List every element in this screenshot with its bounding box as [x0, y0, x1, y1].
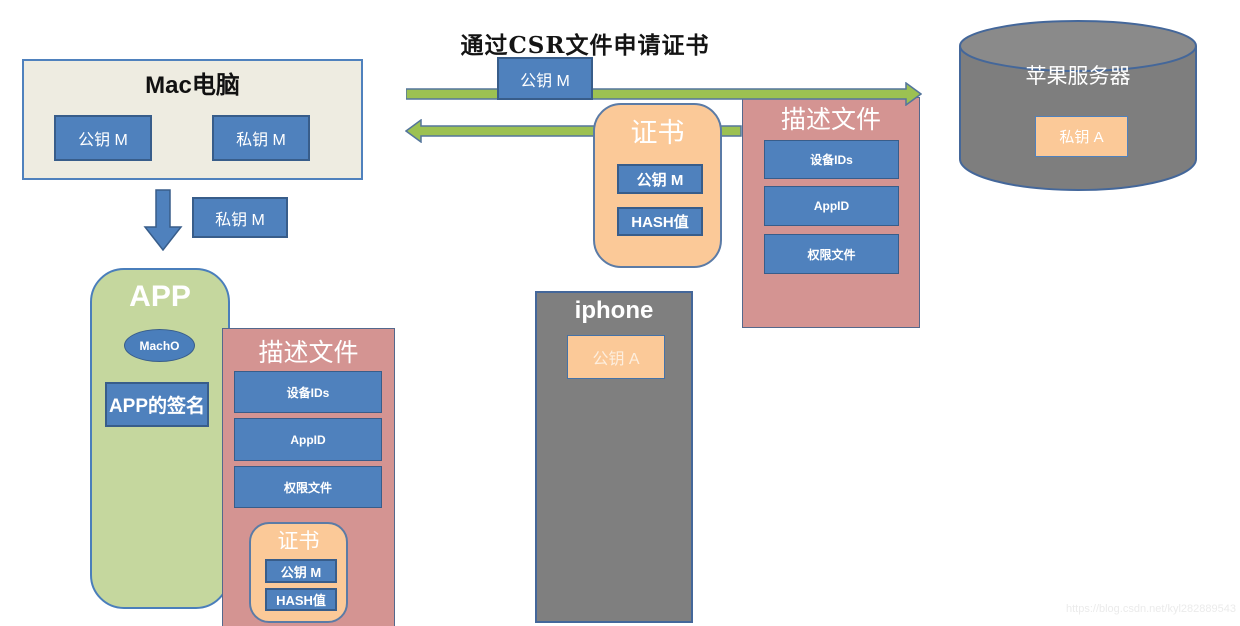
app-box: APP MachO APP的签名: [90, 268, 230, 609]
certificate-box: 证书 公钥 M HASH值: [593, 103, 722, 268]
embedded-certificate-hash-box: HASH值: [265, 588, 337, 611]
embedded-certificate-box: 证书 公钥 M HASH值: [249, 522, 348, 623]
device-ids-box: 设备IDs: [234, 371, 382, 413]
app-title: APP: [129, 280, 191, 313]
private-key-to-app-box: 私钥 M: [192, 197, 288, 238]
watermark-url: https://blog.csdn.net/kyl282889543: [1065, 603, 1236, 615]
csr-request-title: 通过CSR文件申请证书: [460, 32, 710, 59]
provisioning-profile-title: 描述文件: [780, 105, 881, 134]
mac-private-key-box: 私钥 M: [212, 115, 310, 161]
embedded-certificate-public-key-box: 公钥 M: [265, 559, 337, 583]
mac-computer-title: Mac电脑: [145, 72, 240, 99]
entitlements-box: 权限文件: [234, 466, 382, 508]
device-ids-box: 设备IDs: [764, 140, 899, 179]
certificate-title: 证书: [630, 118, 685, 149]
provisioning-profile-server-box: 描述文件 设备IDs AppID 权限文件: [742, 97, 920, 328]
certificate-public-key-box: 公钥 M: [617, 164, 703, 194]
mac-public-key-box: 公钥 M: [54, 115, 152, 161]
arrow-down-icon: [143, 189, 183, 251]
app-id-box: AppID: [764, 186, 899, 226]
server-private-key-box: 私钥 A: [1035, 116, 1128, 157]
app-signature-box: APP的签名: [105, 382, 209, 427]
arrow-right-icon: [406, 82, 922, 106]
app-id-box: AppID: [234, 418, 382, 461]
arrow-left-icon: [405, 119, 742, 143]
iphone-box: iphone 公钥 A: [535, 291, 693, 623]
apple-server-cylinder-icon: [959, 20, 1197, 192]
entitlements-box: 权限文件: [764, 234, 899, 274]
certificate-hash-box: HASH值: [617, 207, 703, 236]
embedded-certificate-title: 证书: [277, 529, 320, 553]
provisioning-profile-app-title: 描述文件: [258, 338, 359, 367]
iphone-title: iphone: [574, 297, 654, 324]
macho-ellipse: MachO: [124, 329, 195, 362]
iphone-public-key-box: 公钥 A: [567, 335, 665, 379]
public-key-on-arrow-box: 公钥 M: [497, 57, 593, 100]
mac-computer-box: Mac电脑 公钥 M 私钥 M: [22, 59, 363, 180]
provisioning-profile-app-box: 描述文件 设备IDs AppID 权限文件 证书 公钥 M HASH值: [222, 328, 395, 626]
apple-server-title: 苹果服务器: [1025, 64, 1131, 88]
